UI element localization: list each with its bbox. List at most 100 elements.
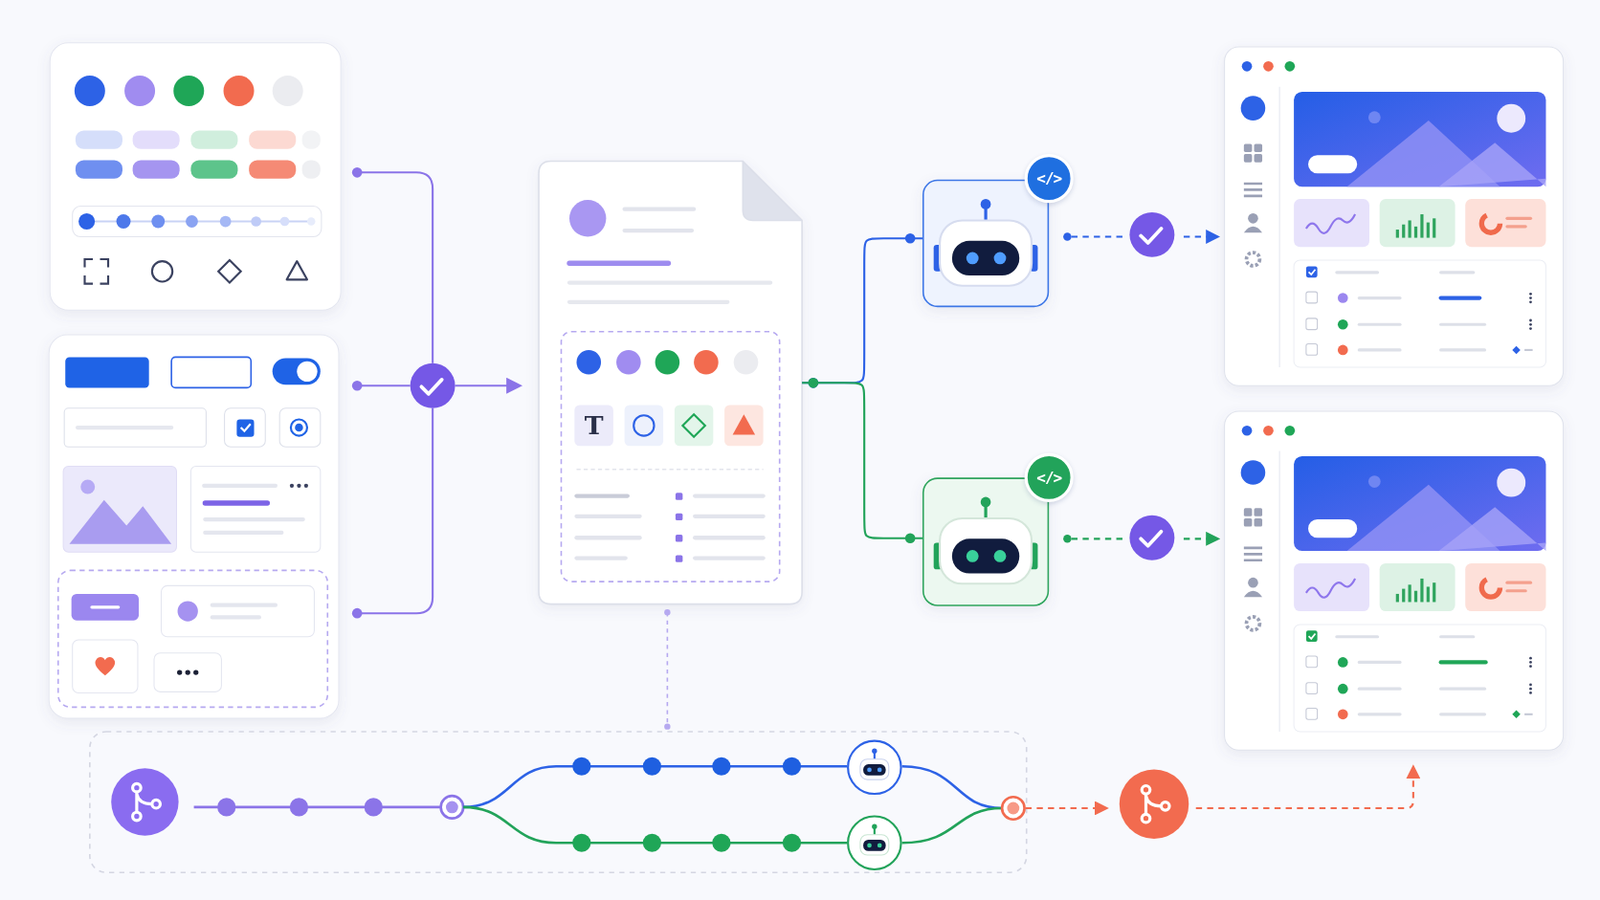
style-palette-panel	[190, 131, 238, 150]
git-pipeline	[782, 757, 801, 777]
app-dashboard-window	[1337, 319, 1349, 331]
spec-document	[633, 415, 654, 436]
spec-document	[694, 535, 763, 540]
style-palette-panel	[223, 75, 255, 107]
spec-document	[694, 555, 763, 560]
connector-line	[801, 238, 923, 383]
spec-document	[569, 300, 728, 305]
app-dashboard-window	[1432, 218, 1436, 238]
ai-agent-robot	[922, 477, 1049, 606]
ai-agent-robot	[994, 252, 1007, 266]
git-pipeline	[217, 798, 236, 817]
app-dashboard-window	[1441, 323, 1486, 327]
app-dashboard-window	[1337, 345, 1349, 356]
ui-components-panel	[290, 419, 308, 436]
style-palette-panel	[185, 215, 199, 228]
git-pipeline	[711, 757, 731, 777]
document-fold	[742, 161, 802, 222]
document-leader-line	[664, 609, 670, 731]
git-pipeline	[441, 796, 464, 819]
style-palette-panel	[74, 75, 106, 107]
app-dashboard-window	[1441, 348, 1486, 352]
spec-document	[574, 405, 614, 447]
check-badge	[410, 363, 456, 409]
style-palette-panel	[287, 261, 308, 280]
style-palette-panel	[78, 213, 95, 230]
style-palette-panel	[133, 160, 180, 179]
git-pipeline	[133, 783, 142, 793]
git-pipeline	[111, 768, 178, 836]
style-palette-panel	[151, 215, 165, 229]
style-palette-panel	[190, 160, 238, 179]
spec-document	[694, 493, 763, 498]
spec-document-outline	[538, 161, 802, 605]
git-pipeline	[1160, 802, 1170, 812]
ui-components-panel	[204, 500, 267, 506]
dashboard-details	[1306, 266, 1318, 278]
app-dashboard-window	[1420, 214, 1423, 239]
spec-document	[560, 332, 779, 582]
ui-components-panel	[77, 425, 172, 430]
app-dashboard-window	[1244, 154, 1253, 163]
git-pipeline	[1025, 807, 1107, 810]
app-dashboard-window	[1254, 143, 1264, 153]
ui-components-panel	[48, 334, 339, 719]
spec-document	[569, 200, 606, 237]
dashboard-details	[1306, 630, 1318, 643]
ui-components-panel	[72, 640, 138, 693]
ui-components-panel	[63, 466, 177, 554]
ui-components-panel	[212, 615, 260, 620]
spec-document	[576, 493, 627, 498]
spec-document: T	[538, 161, 802, 605]
app-dashboard-window	[1529, 319, 1533, 323]
ai-agent-robot	[922, 179, 1049, 308]
spec-document	[694, 514, 763, 519]
style-palette-panel	[272, 75, 304, 107]
document-outline	[538, 161, 802, 605]
git-pipeline	[782, 834, 801, 853]
ui-components-panel	[296, 361, 317, 382]
dashboard-details	[1511, 346, 1521, 356]
git-pipeline	[902, 766, 1003, 809]
ai-agent-robot	[994, 550, 1007, 563]
spec-document	[616, 350, 642, 376]
ui-components-panel	[296, 484, 301, 489]
style-palette-panel	[248, 160, 296, 179]
app-dashboard-window	[1441, 270, 1474, 274]
spec-document	[624, 207, 695, 212]
style-palette-panel	[173, 75, 204, 107]
spec-document	[576, 468, 763, 471]
merge-wires	[356, 384, 410, 387]
review-flow	[1129, 515, 1175, 561]
merge-wires	[356, 408, 433, 614]
app-dashboard-window	[1263, 61, 1274, 72]
merge-wires	[356, 172, 433, 364]
ai-agent-robot	[980, 497, 992, 509]
app-dashboard-window	[1408, 220, 1412, 238]
review-flow	[1063, 534, 1072, 544]
merge-wires	[352, 167, 520, 620]
spec-document	[733, 414, 756, 435]
git-pipeline	[860, 835, 889, 856]
ui-components-panel	[154, 653, 222, 693]
app-dashboard-window	[1293, 91, 1546, 187]
ui-components-panel	[279, 408, 321, 448]
ai-agent-box-outline	[922, 179, 1049, 308]
app-dashboard-window	[1358, 296, 1400, 300]
box-outline	[923, 478, 1049, 606]
spec-document	[733, 350, 759, 376]
spec-document	[675, 534, 683, 542]
dashboard-details	[1306, 630, 1521, 719]
spec-document	[682, 414, 705, 437]
style-palette-panel	[133, 131, 180, 150]
dashboard-details	[1511, 711, 1521, 720]
ai-agent-box: </>	[922, 179, 1049, 308]
git-pipeline	[847, 817, 901, 870]
app-dashboard-window	[1224, 411, 1564, 751]
app-dashboard-window	[1524, 349, 1534, 352]
git-pipeline	[863, 764, 886, 777]
spec-document	[624, 228, 692, 233]
code-badge: </>	[1024, 453, 1074, 503]
dashboard-details	[1337, 292, 1349, 304]
merge-wires	[352, 167, 363, 178]
